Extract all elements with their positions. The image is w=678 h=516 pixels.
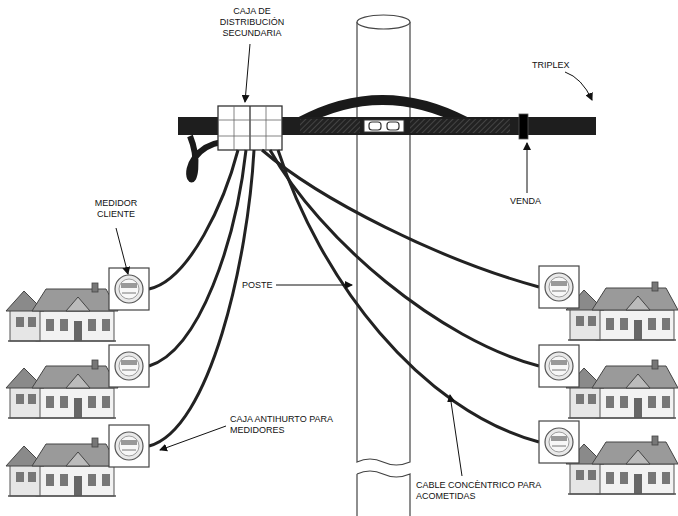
box-callout: CAJA DE DISTRIBUCIÓN SECUNDARIA [214,6,290,39]
cable-callout: TRIPLEX [532,60,570,71]
band-callout: VENDA [510,196,541,207]
cable-callout: CABLE CONCÈNTRICO PARA ACOMETIDAS [416,480,566,502]
pole-callout: POSTE [242,280,273,291]
meter-callout: MEDIDOR CLIENTE [84,198,148,220]
box-callout: CAJA ANTIHURTO PARA MEDIDORES [230,414,342,436]
